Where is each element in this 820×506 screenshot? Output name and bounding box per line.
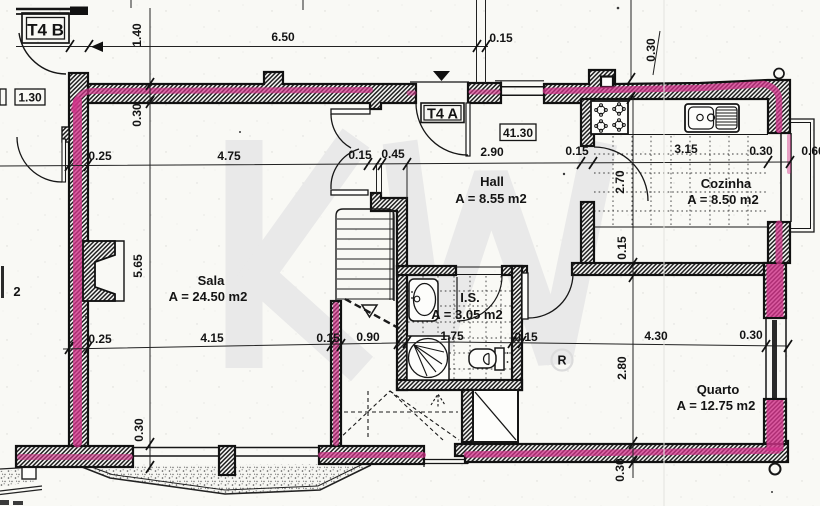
svg-text:T4 B: T4 B <box>27 21 64 40</box>
svg-text:A = 24.50 m2: A = 24.50 m2 <box>169 289 248 304</box>
svg-text:3.15: 3.15 <box>674 142 698 156</box>
svg-text:A = 12.75 m2: A = 12.75 m2 <box>677 398 756 413</box>
svg-text:4.15: 4.15 <box>200 331 224 345</box>
svg-text:0.25: 0.25 <box>88 149 112 163</box>
svg-text:A = 8.55 m2: A = 8.55 m2 <box>455 191 526 206</box>
svg-text:I.S.: I.S. <box>460 290 480 305</box>
svg-text:T4 A: T4 A <box>427 107 458 123</box>
svg-text:A = 8.50 m2: A = 8.50 m2 <box>687 192 758 207</box>
svg-text:2.90: 2.90 <box>480 145 504 159</box>
svg-text:4.75: 4.75 <box>217 149 241 163</box>
svg-text:Cozinha: Cozinha <box>701 176 752 191</box>
svg-text:0.45: 0.45 <box>381 147 405 161</box>
svg-text:0.30: 0.30 <box>132 418 146 442</box>
svg-text:A = 3.05 m2: A = 3.05 m2 <box>431 307 502 322</box>
svg-text:2.70: 2.70 <box>613 170 627 194</box>
svg-text:2: 2 <box>13 284 20 299</box>
svg-text:0.15: 0.15 <box>615 236 629 260</box>
svg-text:5.65: 5.65 <box>131 254 145 278</box>
svg-text:4.30: 4.30 <box>644 329 668 343</box>
svg-text:1.30: 1.30 <box>18 91 42 105</box>
svg-text:6.50: 6.50 <box>271 30 295 44</box>
svg-text:0.30: 0.30 <box>130 103 144 127</box>
svg-text:0.15: 0.15 <box>514 330 538 344</box>
svg-text:Hall: Hall <box>480 174 504 189</box>
svg-text:0.15: 0.15 <box>565 144 589 158</box>
svg-text:Quarto: Quarto <box>697 382 740 397</box>
svg-text:0.30: 0.30 <box>613 458 627 482</box>
svg-text:Sala: Sala <box>198 273 226 288</box>
svg-text:0.15: 0.15 <box>316 331 340 345</box>
svg-text:0.60: 0.60 <box>801 144 820 158</box>
svg-text:0.15: 0.15 <box>348 148 372 162</box>
svg-text:0.30: 0.30 <box>739 328 763 342</box>
svg-text:0.25: 0.25 <box>88 332 112 346</box>
svg-text:2.80: 2.80 <box>615 356 629 380</box>
svg-text:0.30: 0.30 <box>644 38 658 62</box>
svg-text:0.30: 0.30 <box>749 144 773 158</box>
svg-text:0.90: 0.90 <box>356 330 380 344</box>
svg-text:0.15: 0.15 <box>489 31 513 45</box>
svg-text:1.75: 1.75 <box>440 329 464 343</box>
svg-text:41.30: 41.30 <box>503 126 533 140</box>
svg-text:R: R <box>557 354 566 368</box>
svg-text:1.40: 1.40 <box>130 23 144 47</box>
